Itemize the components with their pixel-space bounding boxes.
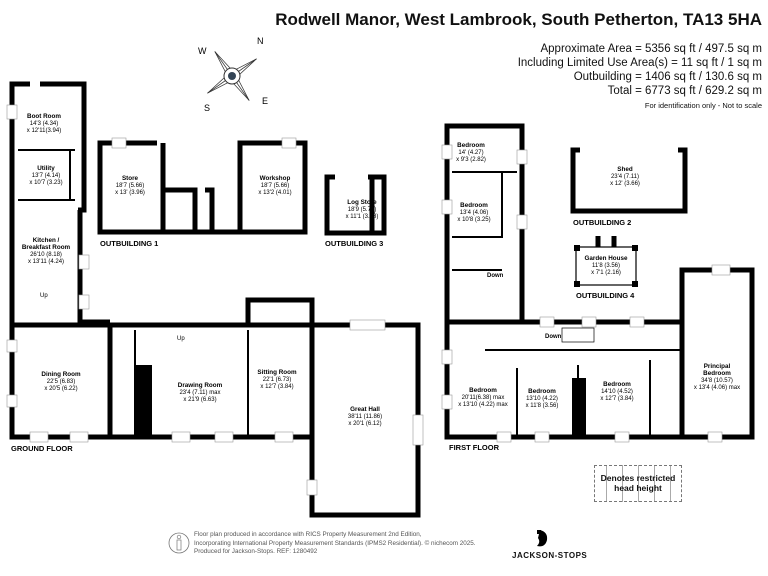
scale-note: For identification only - Not to scale [644,101,762,110]
room-dimension: x 21'9 (6.63) [183,397,216,403]
room-dimension: x 11'1 (3.38) [346,214,379,220]
room-dimension: x 10'8 (3.25) [457,217,490,223]
person-scale-icon [168,532,190,554]
stairs [561,327,595,343]
room-dimension: 13'10 (4.22) [526,396,558,402]
restricted-head-height-legend: Denotes restricted head height [594,465,682,502]
outbuilding-3: Log Store 18'9 (5.72) x 11'1 (3.38) OUTB… [324,174,387,248]
room-dimension: x 9'3 (2.82) [456,157,486,163]
room-dimension: x 12' (3.66) [610,181,640,187]
room-name: Sitting Room [257,369,297,376]
outbuilding-2: Shed 23'4 (7.11) x 12' (3.66) OUTBUILDIN… [570,147,688,227]
compass-w: W [198,46,207,56]
room-dimension: 13'4 (4.06) [460,210,489,216]
room-dimension: x 12'11(3.94) [27,128,61,134]
legend-line: head height [614,483,662,493]
outbuilding-3-label: OUTBUILDING 3 [325,239,383,248]
room-dimension: x 13'11 (4.24) [28,259,64,265]
room-dimension: 26'10 (8.18) [30,252,62,258]
room-dimension: x 13' (3.96) [115,190,145,196]
room-name: Principal [704,363,731,370]
compass-s: S [204,103,210,113]
room-dimension: x 7'1 (2.16) [591,270,621,276]
room-dimension: x 12'7 (3.84) [600,396,633,402]
room-dimension: x 13'10 (4.22) max [458,402,508,408]
room-dimension: 20'11(6.38) max [462,395,505,401]
legend-line: Denotes restricted [600,473,676,483]
room-name: Breakfast Room [22,244,71,251]
outbuilding-4: Garden House 11'8 (3.56) x 7'1 (2.16) OU… [574,236,638,300]
room-name: Shed [617,166,633,173]
approx-area: Approximate Area = 5356 sq ft / 497.5 sq… [540,43,762,55]
room-name: Log Store [347,199,377,206]
room-name: Bedroom [703,370,731,377]
jackson-stops-logo-icon [537,530,548,547]
ground-floor-label: GROUND FLOOR [11,444,73,453]
first-floor-labels: Bedroom 14' (4.27) x 9'3 (2.82) Bedroom … [449,142,740,452]
ground-floor-labels: Boot Room 14'3 (4.34) x 12'11(3.94) Util… [11,113,382,453]
stairs-up-label: Up [177,336,185,342]
room-dimension: x 10'7 (3.23) [29,180,62,186]
room-dimension: 13'7 (4.14) [32,173,61,179]
room-dimension: 18'7 (5.66) [116,183,145,189]
room-dimension: 22'5 (6.83) [47,379,76,385]
outbuilding-1: Store 18'7 (5.66) x 13' (3.96) Workshop … [97,137,308,248]
room-name: Bedroom [457,142,485,149]
room-name: Bedroom [469,387,497,394]
room-name: Great Hall [350,406,380,413]
outbuilding-area: Outbuilding = 1406 sq ft / 130.6 sq m [573,71,762,83]
room-dimension: 18'7 (5.66) [261,183,290,189]
compass-n: N [257,36,264,46]
room-dimension: x 20'5 (6.22) [44,386,77,392]
room-dimension: 11'8 (3.56) [592,263,620,269]
room-dimension: x 20'1 (6.12) [348,421,381,427]
room-dimension: 18'9 (5.72) [348,207,377,213]
room-name: Utility [37,165,55,172]
ground-floor-walls [6,81,424,518]
footer-line: Incorporating International Property Mea… [194,539,476,547]
room-dimension: 23'4 (7.11) [611,174,639,180]
stairs-down-label: Down [487,273,504,279]
room-dimension: 14'10 (4.52) [601,389,633,395]
room-name: Bedroom [603,381,631,388]
room-name: Garden House [584,255,628,262]
room-dimension: x 13'2 (4.01) [258,190,291,196]
limited-use-area: Including Limited Use Area(s) = 11 sq ft… [517,57,762,69]
room-dimension: 14'3 (4.34) [30,121,59,127]
room-dimension: 14' (4.27) [458,150,483,156]
outbuilding-2-label: OUTBUILDING 2 [573,218,631,227]
room-name: Bedroom [460,202,488,209]
room-name: Boot Room [27,113,61,120]
room-name: Bedroom [528,388,556,395]
plan-title: Rodwell Manor, West Lambrook, South Peth… [275,10,762,29]
room-name: Dining Room [41,371,81,378]
stairs-up-label: Up [40,293,48,299]
room-dimension: x 12'7 (3.84) [260,384,293,390]
brand-name: JACKSON-STOPS [512,551,588,560]
room-name: Workshop [260,175,291,182]
total-area: Total = 6773 sq ft / 629.2 sq m [607,85,762,97]
room-name: Drawing Room [178,382,223,389]
compass-e: E [262,96,268,106]
first-floor-label: FIRST FLOOR [449,443,500,452]
footer-line: Floor plan produced in accordance with R… [194,531,422,538]
room-dimension: 38'11 (11.86) [348,414,382,420]
room-dimension: x 11'8 (3.56) [526,403,559,409]
first-floor-walls [441,123,755,443]
room-dimension: 34'8 (10.57) [701,378,733,384]
room-dimension: x 13'4 (4.06) max [694,385,740,391]
footer-text: Floor plan produced in accordance with R… [194,531,476,557]
stairs-down-label: Down [545,334,562,340]
room-name: Store [122,175,139,182]
room-dimension: 23'4 (7.11) max [179,390,220,396]
footer-line: Produced for Jackson-Stops. REF: 1280492 [194,548,318,555]
outbuilding-4-label: OUTBUILDING 4 [576,291,635,300]
room-name: Kitchen / [33,237,60,244]
outbuilding-1-label: OUTBUILDING 1 [100,239,158,248]
room-dimension: 22'1 (6.73) [263,377,292,383]
compass-icon: N W S E [198,36,268,113]
